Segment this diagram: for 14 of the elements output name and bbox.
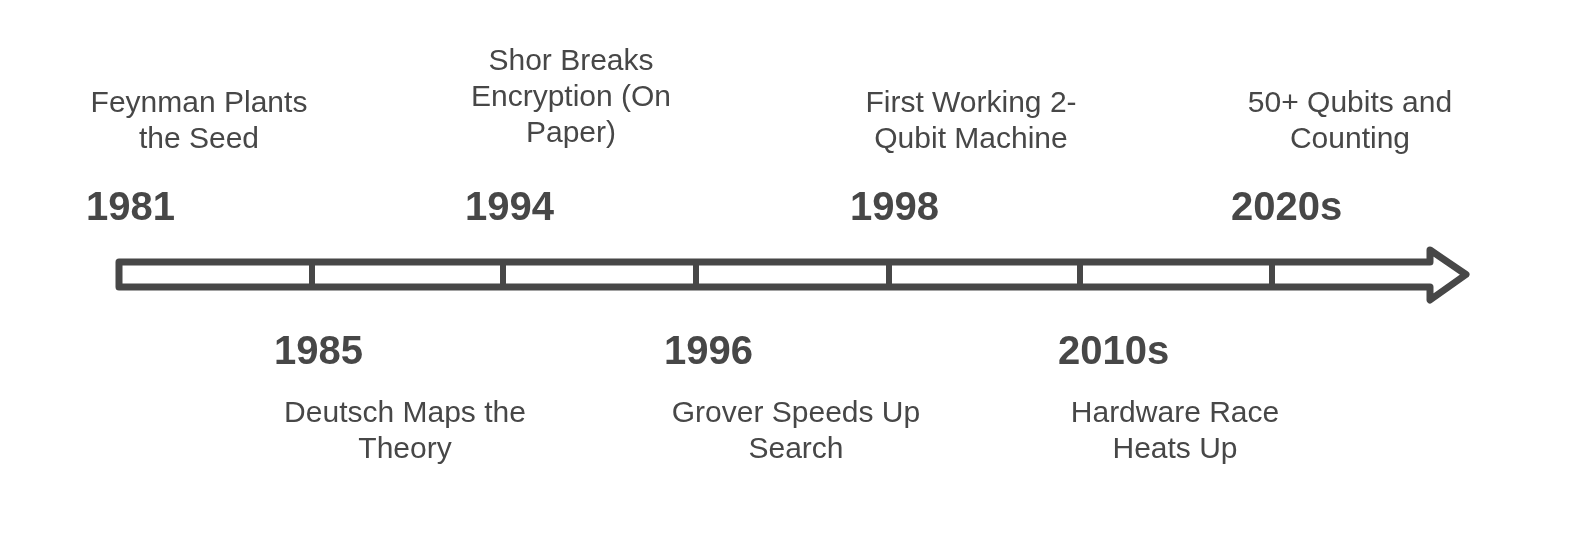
event-label: Feynman Plants the Seed	[89, 84, 309, 156]
year-label: 1996	[664, 330, 753, 370]
year-label: 1985	[274, 330, 363, 370]
event-label: Shor Breaks Encryption (On Paper)	[469, 42, 673, 150]
year-label: 1998	[850, 186, 939, 226]
event-label: First Working 2-Qubit Machine	[864, 84, 1078, 156]
year-label: 2010s	[1058, 330, 1170, 370]
event-label: Hardware Race Heats Up	[1069, 394, 1281, 466]
event-label: Deutsch Maps the Theory	[283, 394, 527, 466]
event-label: Grover Speeds Up Search	[670, 394, 922, 466]
year-label: 1981	[86, 186, 175, 226]
year-label: 1994	[465, 186, 554, 226]
event-label: 50+ Qubits and Counting	[1246, 84, 1454, 156]
year-label: 2020s	[1231, 186, 1343, 226]
